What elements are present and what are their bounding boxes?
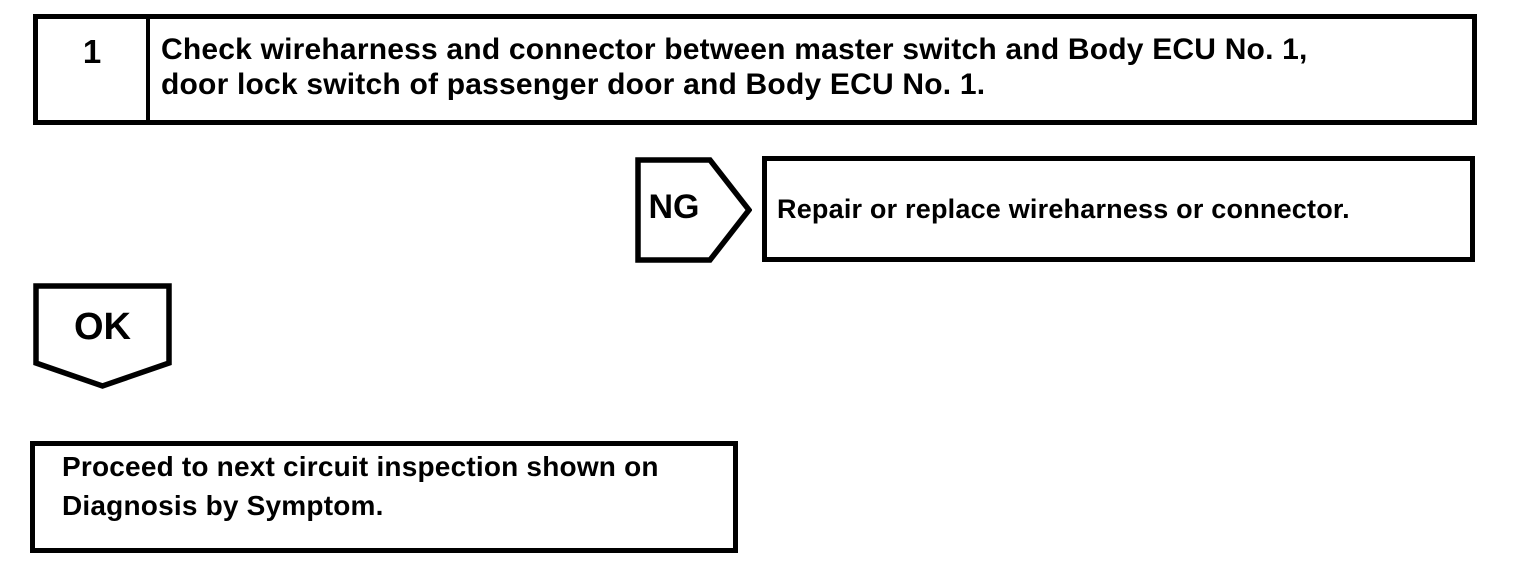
ng-result-box: Repair or replace wireharness or connect…	[762, 156, 1475, 262]
ok-connector: OK	[33, 283, 172, 389]
ok-label: OK	[74, 305, 131, 348]
step-instruction-line2: door lock switch of passenger door and B…	[161, 68, 986, 101]
step-number-cell: 1	[38, 19, 150, 120]
ng-connector: NG	[635, 157, 752, 263]
ng-label: NG	[648, 187, 700, 226]
ng-pentagon-right-arrow-icon	[635, 157, 752, 263]
step-box: 1 Check wireharness and connector betwee…	[33, 14, 1477, 125]
ok-result-line1: Proceed to next circuit inspection shown…	[62, 451, 659, 482]
ok-result-box: Proceed to next circuit inspection shown…	[30, 441, 738, 553]
ng-result-text: Repair or replace wireharness or connect…	[777, 193, 1350, 224]
ok-result-line2: Diagnosis by Symptom.	[62, 490, 384, 521]
ok-pentagon-down-arrow-icon	[33, 283, 172, 389]
step-instruction-line1: Check wireharness and connector between …	[161, 33, 1308, 66]
step-number: 1	[82, 33, 102, 70]
step-instruction: Check wireharness and connector between …	[150, 19, 1316, 120]
